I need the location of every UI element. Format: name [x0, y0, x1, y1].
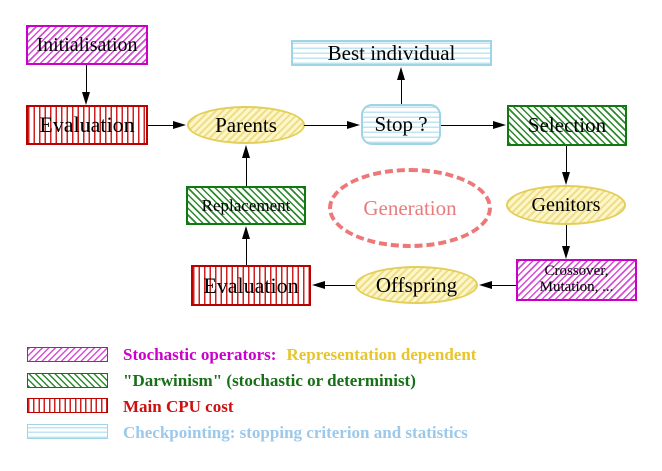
arrowhead-parents-to-stop: [347, 120, 360, 129]
node-parents-ellipse: Parents: [187, 106, 305, 144]
arrow-genitors-to-crossover: [565, 225, 567, 247]
node-replacement: Replacement: [186, 186, 306, 225]
arrowhead-stop-to-best-individual: [396, 67, 405, 80]
arrowhead-evaluation-to-replacement: [241, 226, 250, 239]
node-stop-label: Stop ?: [374, 112, 428, 137]
arrow-evaluation-to-parents: [148, 124, 174, 126]
legend-swatch-stochastic-operators: [27, 347, 108, 362]
node-genitors-label: Genitors: [531, 193, 601, 216]
node-initialisation-label: Initialisation: [36, 33, 138, 56]
arrow-initialisation-to-evaluation: [85, 65, 87, 93]
node-best-individual-label: Best individual: [327, 40, 456, 65]
legend-label-representation-dependent: Representation dependent: [286, 345, 477, 364]
arrow-offspring-to-evaluation: [324, 284, 355, 286]
node-evaluation-bottom-label: Evaluation: [203, 272, 299, 298]
arrowhead-evaluation-to-parents: [173, 120, 186, 129]
legend-swatch-darwinism: [27, 373, 108, 388]
legend-label-stochastic-operators: Stochastic operators:: [123, 345, 277, 364]
arrowhead-initialisation-to-evaluation: [81, 92, 90, 105]
node-generation-dashed-ellipse: Generation: [328, 168, 492, 248]
arrow-replacement-to-parents: [245, 157, 247, 186]
node-evaluation-top: Evaluation: [26, 105, 148, 145]
legend-row-darwinism: "Darwinism" (stochastic or determinist): [123, 371, 416, 390]
legend-label-darwinism: "Darwinism" (stochastic or determinist): [123, 371, 416, 390]
crossover-line2: Mutation, ...: [539, 279, 614, 295]
arrowhead-genitors-to-crossover: [561, 246, 570, 259]
arrowhead-crossover-to-offspring: [479, 280, 492, 289]
arrow-stop-to-selection: [441, 124, 494, 126]
arrowhead-replacement-to-parents: [241, 145, 250, 158]
legend-label-checkpointing: Checkpointing: stopping criterion and st…: [123, 423, 468, 442]
arrowhead-stop-to-selection: [493, 120, 506, 129]
node-stop: Stop ?: [361, 104, 441, 145]
arrow-evaluation-to-replacement: [245, 238, 247, 265]
node-best-individual: Best individual: [291, 40, 492, 66]
node-offspring-label: Offspring: [375, 272, 458, 297]
arrow-stop-to-best-individual: [400, 79, 402, 104]
node-evaluation-bottom: Evaluation: [191, 265, 311, 306]
arrow-parents-to-stop: [304, 124, 348, 126]
legend-swatch-checkpointing: [27, 424, 108, 439]
arrow-selection-to-genitors: [565, 146, 567, 173]
arrow-crossover-to-offspring: [491, 284, 516, 286]
node-selection-label: Selection: [527, 113, 607, 138]
node-initialisation: Initialisation: [26, 25, 148, 65]
node-parents-label: Parents: [215, 112, 277, 137]
node-generation-label: Generation: [363, 195, 457, 220]
node-offspring-ellipse: Offspring: [355, 266, 478, 304]
arrowhead-offspring-to-evaluation: [312, 280, 325, 289]
legend-swatch-main-cpu-cost: [27, 398, 108, 413]
node-selection: Selection: [507, 105, 627, 146]
node-replacement-label: Replacement: [201, 195, 291, 215]
arrowhead-selection-to-genitors: [561, 172, 570, 185]
legend-label-main-cpu-cost: Main CPU cost: [123, 397, 234, 416]
legend-row-stochastic-operators: Stochastic operators: Representation depe…: [123, 345, 476, 364]
legend-row-checkpointing: Checkpointing: stopping criterion and st…: [123, 423, 468, 442]
node-evaluation-top-label: Evaluation: [39, 112, 135, 138]
node-crossover-mutation-label: Crossover, Mutation, ...: [539, 263, 614, 296]
legend-row-main-cpu-cost: Main CPU cost: [123, 397, 233, 416]
node-crossover-mutation: Crossover, Mutation, ...: [516, 259, 637, 301]
crossover-line1: Crossover,: [544, 263, 609, 280]
node-genitors-ellipse: Genitors: [506, 185, 626, 225]
